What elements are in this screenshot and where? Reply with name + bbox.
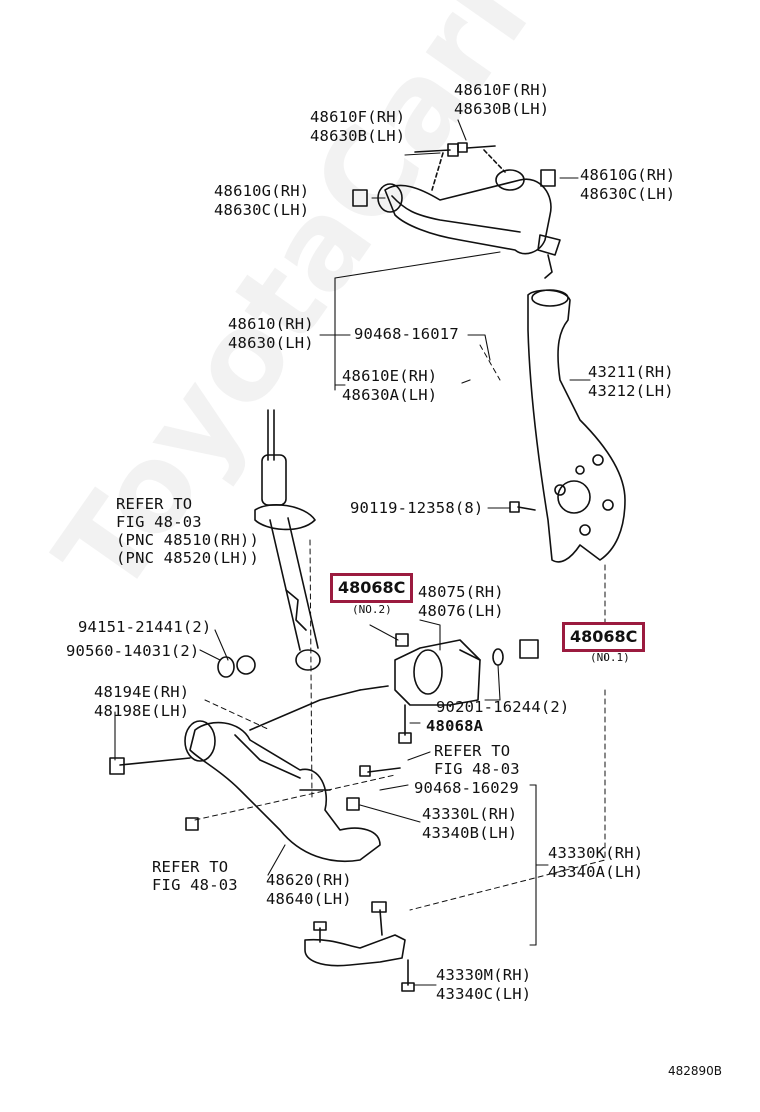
label-ball-bolt-rh: 43330M(RH) [436,966,532,984]
nut-no2-icon [395,633,409,647]
label-bolt-a: 48068A [426,717,484,735]
label-pin-upper: 90468-16017 [354,325,459,343]
label-upper-arm-lh: 48630(LH) [228,334,314,352]
label-lower-arm-rh: 48620(RH) [266,871,352,889]
label-upper-bolt-rh: 48610F(RH) [454,81,550,99]
label-refer-mid-1: REFER TO [434,742,511,760]
label-knuckle-lh: 43212(LH) [588,382,674,400]
washer-icon [492,648,504,666]
label-upper-bolt-left-lh: 48630B(LH) [310,127,406,145]
label-lower-bolt-lh: 48198E(LH) [94,702,190,720]
label-refer-top-2: FIG 48-03 [116,513,202,531]
ball-joint [304,901,415,992]
label-lower-bolt-rh: 48194E(RH) [94,683,190,701]
upper-arm [377,169,561,279]
label-knuckle-bolt: 90119-12358(8) [350,499,484,517]
shock-absorber [254,409,321,671]
label-refer-top-4: (PNC 48520(LH)) [116,549,259,567]
label-ball-bolt-lh: 43340C(LH) [436,985,532,1003]
label-refer-mid-2: FIG 48-03 [434,760,520,778]
note-no2: (NO.2) [352,603,392,616]
steering-knuckle [527,289,626,563]
label-upper-bolt-lh: 48630B(LH) [454,100,550,118]
lower-arm [184,685,389,862]
label-bushing-main-rh: 48075(RH) [418,583,504,601]
bush-right-icon [540,169,556,187]
label-refer-top-1: REFER TO [116,495,193,513]
label-knuckle-rh: 43211(RH) [588,363,674,381]
label-refer-bottom-2: FIG 48-03 [152,876,238,894]
highlight-part-no1[interactable]: 48068C [562,622,646,652]
label-upper-nut-lh: 48630A(LH) [342,386,438,404]
label-bush-right-lh: 48630C(LH) [580,185,676,203]
label-upper-nut-rh: 48610E(RH) [342,367,438,385]
label-ball-joint-lh: 43340A(LH) [548,863,644,881]
bush-left-icon [352,189,368,207]
upper-bolts [414,142,506,191]
label-pin-lower: 90468-16029 [414,779,519,797]
label-ball-joint-rh: 43330K(RH) [548,844,644,862]
label-lower-arm-lh: 48640(LH) [266,890,352,908]
label-refer-top-3: (PNC 48510(RH)) [116,531,259,549]
label-bush-right-rh: 48610G(RH) [580,166,676,184]
label-ball-nut-rh: 43330L(RH) [422,805,518,823]
label-washer-1: 94151-21441(2) [78,618,212,636]
label-upper-arm-rh: 48610(RH) [228,315,314,333]
label-bush-left-lh: 48630C(LH) [214,201,310,219]
label-upper-bolt-left-rh: 48610F(RH) [310,108,406,126]
lower-bushing [394,639,481,706]
highlight-part-no2[interactable]: 48068C [330,573,414,603]
label-refer-bottom-1: REFER TO [152,858,229,876]
nut-no1-icon [519,639,539,659]
label-bushing-main-lh: 48076(LH) [418,602,504,620]
label-bush-left-rh: 48610G(RH) [214,182,310,200]
label-ball-nut-lh: 43340B(LH) [422,824,518,842]
figure-id: 482890B [668,1064,723,1078]
note-no1: (NO.1) [590,651,630,664]
label-washer-2: 90560-14031(2) [66,642,200,660]
lower-bolt-icon [119,757,191,766]
label-washer-3: 90201-16244(2) [436,698,570,716]
